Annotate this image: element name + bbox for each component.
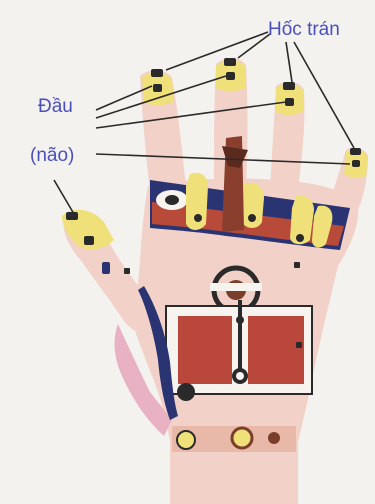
index-tip-marker-2 [153, 84, 162, 92]
little-tip-marker-2 [352, 160, 360, 167]
forehead-sinus-label: Hốc trán [268, 20, 340, 39]
head-line-thumb [54, 180, 74, 214]
index-base-dot [194, 214, 202, 222]
middle-tip-marker [224, 58, 236, 66]
forehead-line-ring [286, 42, 292, 82]
wrist-band [172, 426, 296, 452]
head-line-ring [96, 102, 286, 128]
ring-tip-marker-2 [285, 98, 294, 106]
thumb-tip-marker-2 [84, 236, 94, 245]
digestive-panel [166, 300, 312, 394]
thumb-palm-spot [177, 383, 195, 401]
middle-base-dot [248, 214, 256, 222]
eye-zone-pupil [165, 195, 179, 205]
little-tip-marker [350, 148, 361, 155]
thumb-tip-marker [66, 212, 78, 220]
brain-label: (não) [30, 146, 74, 165]
index-tip-marker [151, 69, 163, 77]
middle-tip-marker-2 [226, 72, 235, 80]
ring-tip-marker [283, 82, 295, 90]
head-label: Đầu [38, 97, 73, 116]
ring-base-dot [296, 234, 304, 242]
